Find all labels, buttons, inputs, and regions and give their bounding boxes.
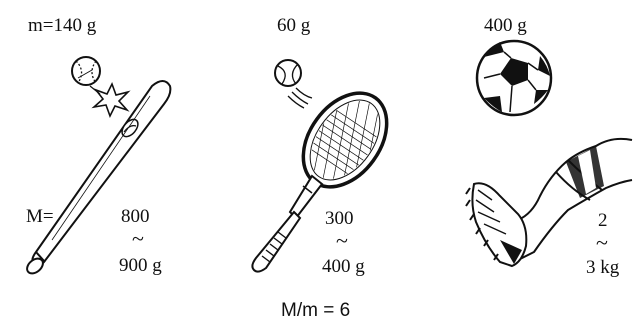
baseball-mass-label: m=140 g — [28, 16, 96, 35]
mass-ratio-formula: M/m = 6 — [281, 301, 350, 320]
baseball-icon — [72, 57, 100, 85]
tennis-racket-icon — [252, 77, 403, 271]
bat-mass-separator: ~ — [132, 228, 144, 250]
baseball-bat-icon — [24, 81, 170, 276]
racket-mass-separator: ~ — [336, 230, 348, 252]
racket-mass-high: 400 g — [322, 257, 365, 276]
tennis-ball-mass-label: 60 g — [277, 16, 310, 35]
leg-mass-separator: ~ — [596, 232, 608, 254]
leg-mass-low: 2 — [598, 211, 608, 230]
bat-mass-high: 900 g — [119, 256, 162, 275]
impactor-mass-label: M= — [26, 207, 54, 226]
racket-mass-low: 300 — [325, 209, 354, 228]
leg-mass-high: 3 kg — [586, 258, 619, 277]
bat-mass-low: 800 — [121, 207, 150, 226]
tennis-ball-icon — [275, 60, 312, 108]
soccer-ball-icon — [477, 41, 551, 115]
impact-star-icon — [90, 84, 128, 116]
soccer-ball-mass-label: 400 g — [484, 16, 527, 35]
